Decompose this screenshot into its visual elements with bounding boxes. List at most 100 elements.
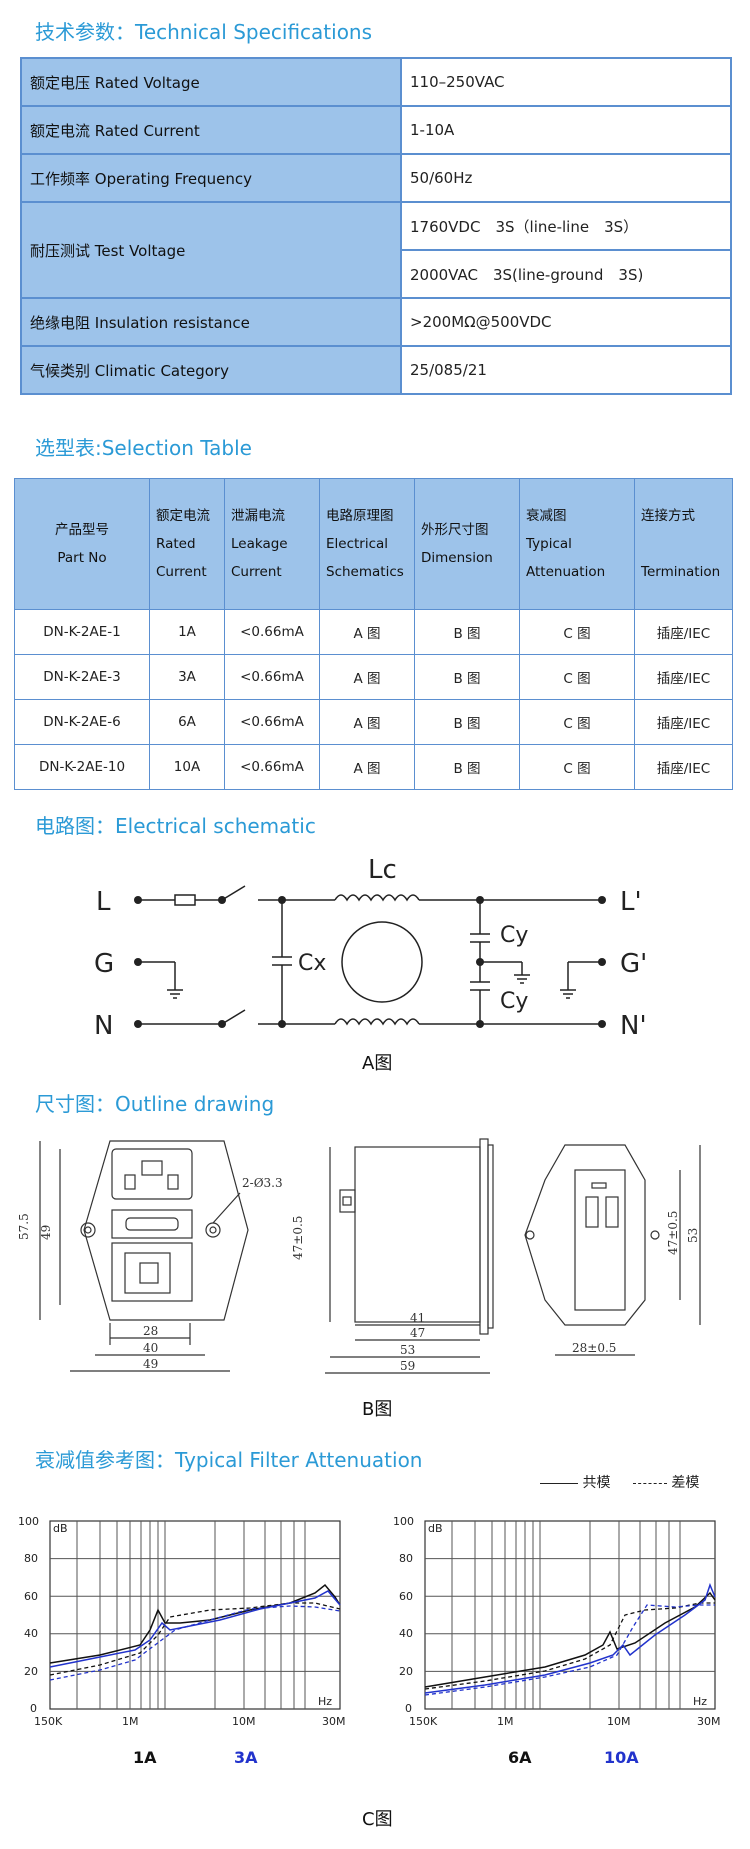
label-N: N bbox=[94, 1011, 113, 1041]
x-tick: 10M bbox=[232, 1715, 256, 1728]
y-tick: 100 bbox=[18, 1515, 39, 1528]
cell-schematic: A 图 bbox=[319, 699, 415, 745]
series-1a-common bbox=[49, 1583, 341, 1664]
schematic-heading: 电路图：Electrical schematic bbox=[35, 814, 316, 838]
series-name-1a: 1A bbox=[133, 1748, 157, 1767]
series-name-6a: 6A bbox=[508, 1748, 532, 1767]
dim-53-vertical: 53 bbox=[686, 1228, 700, 1243]
spec-value: 1760VDC 3S（line-line 3S） bbox=[400, 201, 732, 251]
spec-value: 1-10A bbox=[400, 105, 732, 155]
dim-47-horizontal: 47 bbox=[410, 1326, 425, 1340]
series-name-3a: 3A bbox=[234, 1748, 258, 1767]
spec-row: 2000VAC 3S(line-ground 3S) bbox=[21, 249, 732, 299]
cell-current: 6A bbox=[149, 699, 225, 745]
label-N-prime: N' bbox=[620, 1011, 647, 1041]
cell-attenuation: C 图 bbox=[519, 609, 635, 655]
spec-label: 耐压测试 Test Voltage bbox=[20, 201, 402, 299]
outline-heading: 尺寸图：Outline drawing bbox=[35, 1092, 275, 1116]
y-tick: 100 bbox=[393, 1515, 414, 1528]
spec-value: >200MΩ@500VDC bbox=[400, 297, 732, 347]
dim-53-horizontal: 53 bbox=[400, 1343, 415, 1357]
dim-28: 28 bbox=[143, 1324, 158, 1338]
cell-current: 10A bbox=[149, 744, 225, 790]
x-tick: 10M bbox=[607, 1715, 631, 1728]
series-6a-common bbox=[424, 1591, 716, 1688]
dim-47-vertical: 47±0.5 bbox=[291, 1216, 305, 1260]
spec-label: 气候类别 Climatic Category bbox=[20, 345, 402, 395]
spec-label: 额定电流 Rated Current bbox=[20, 105, 402, 155]
cell-dimension: B 图 bbox=[414, 699, 520, 745]
legend-solid-swatch bbox=[540, 1482, 578, 1484]
y-tick: 60 bbox=[24, 1590, 38, 1603]
cell-attenuation: C 图 bbox=[519, 744, 635, 790]
x-unit: Hz bbox=[693, 1695, 707, 1708]
spec-row: 绝缘电阻 Insulation resistance>200MΩ@500VDC bbox=[20, 297, 732, 347]
y-unit: dB bbox=[53, 1522, 68, 1535]
cell-schematic: A 图 bbox=[319, 609, 415, 655]
y-tick: 20 bbox=[24, 1665, 38, 1678]
spec-label: 绝缘电阻 Insulation resistance bbox=[20, 297, 402, 347]
dim-49-vertical: 49 bbox=[39, 1225, 53, 1240]
spec-value: 110–250VAC bbox=[400, 57, 732, 107]
y-tick: 0 bbox=[405, 1702, 412, 1715]
x-tick: 1M bbox=[122, 1715, 139, 1728]
dim-59: 59 bbox=[400, 1359, 415, 1373]
cell-part: DN-K-2AE-1 bbox=[14, 609, 150, 655]
cell-current: 1A bbox=[149, 609, 225, 655]
label-Lc: Lc bbox=[368, 855, 397, 885]
x-tick: 150K bbox=[409, 1715, 438, 1728]
attenuation-chart-1: 100 80 60 40 20 0 dB 150K 1M 10M 30M Hz … bbox=[18, 1515, 346, 1767]
attenuation-caption: C图 bbox=[362, 1809, 393, 1830]
series-name-10a: 10A bbox=[604, 1748, 639, 1767]
y-unit: dB bbox=[428, 1522, 443, 1535]
label-Cx: Cx bbox=[298, 951, 326, 976]
label-G: G bbox=[94, 949, 114, 979]
legend-dashed-swatch bbox=[632, 1482, 667, 1484]
outline-drawing: 57.5 49 2-Ø3.3 28 40 49 47±0.5 41 47 53 … bbox=[17, 1138, 701, 1374]
cell-part: DN-K-2AE-3 bbox=[14, 654, 150, 700]
x-tick: 150K bbox=[34, 1715, 63, 1728]
dim-28-width: 28±0.5 bbox=[572, 1341, 616, 1355]
label-L: L bbox=[96, 887, 111, 917]
cell-schematic: A 图 bbox=[319, 744, 415, 790]
y-tick: 0 bbox=[30, 1702, 37, 1715]
x-tick: 1M bbox=[497, 1715, 514, 1728]
cell-attenuation: C 图 bbox=[519, 699, 635, 745]
cell-dimension: B 图 bbox=[414, 744, 520, 790]
dim-57-5: 57.5 bbox=[17, 1213, 31, 1240]
cell-termination: 插座/IEC bbox=[634, 699, 733, 745]
dim-40: 40 bbox=[143, 1341, 158, 1355]
series-10a-differential bbox=[424, 1604, 715, 1696]
x-unit: Hz bbox=[318, 1695, 332, 1708]
series-6a-differential bbox=[424, 1602, 715, 1690]
cell-schematic: A 图 bbox=[319, 654, 415, 700]
dim-hole: 2-Ø3.3 bbox=[242, 1176, 283, 1190]
attenuation-chart-2: 100 80 60 40 20 0 dB 150K 1M 10M 30M Hz … bbox=[393, 1515, 721, 1767]
cell-part: DN-K-2AE-6 bbox=[14, 699, 150, 745]
spec-label: 额定电压 Rated Voltage bbox=[20, 57, 402, 107]
dim-47-vertical-back: 47±0.5 bbox=[666, 1211, 680, 1255]
cell-part: DN-K-2AE-10 bbox=[14, 744, 150, 790]
electrical-schematic: L G N L' G' N' Lc Cx Cy Cy bbox=[94, 855, 647, 1041]
legend-dashed-label: 差模 bbox=[671, 1475, 700, 1491]
cell-termination: 插座/IEC bbox=[634, 744, 733, 790]
y-tick: 20 bbox=[399, 1665, 413, 1678]
